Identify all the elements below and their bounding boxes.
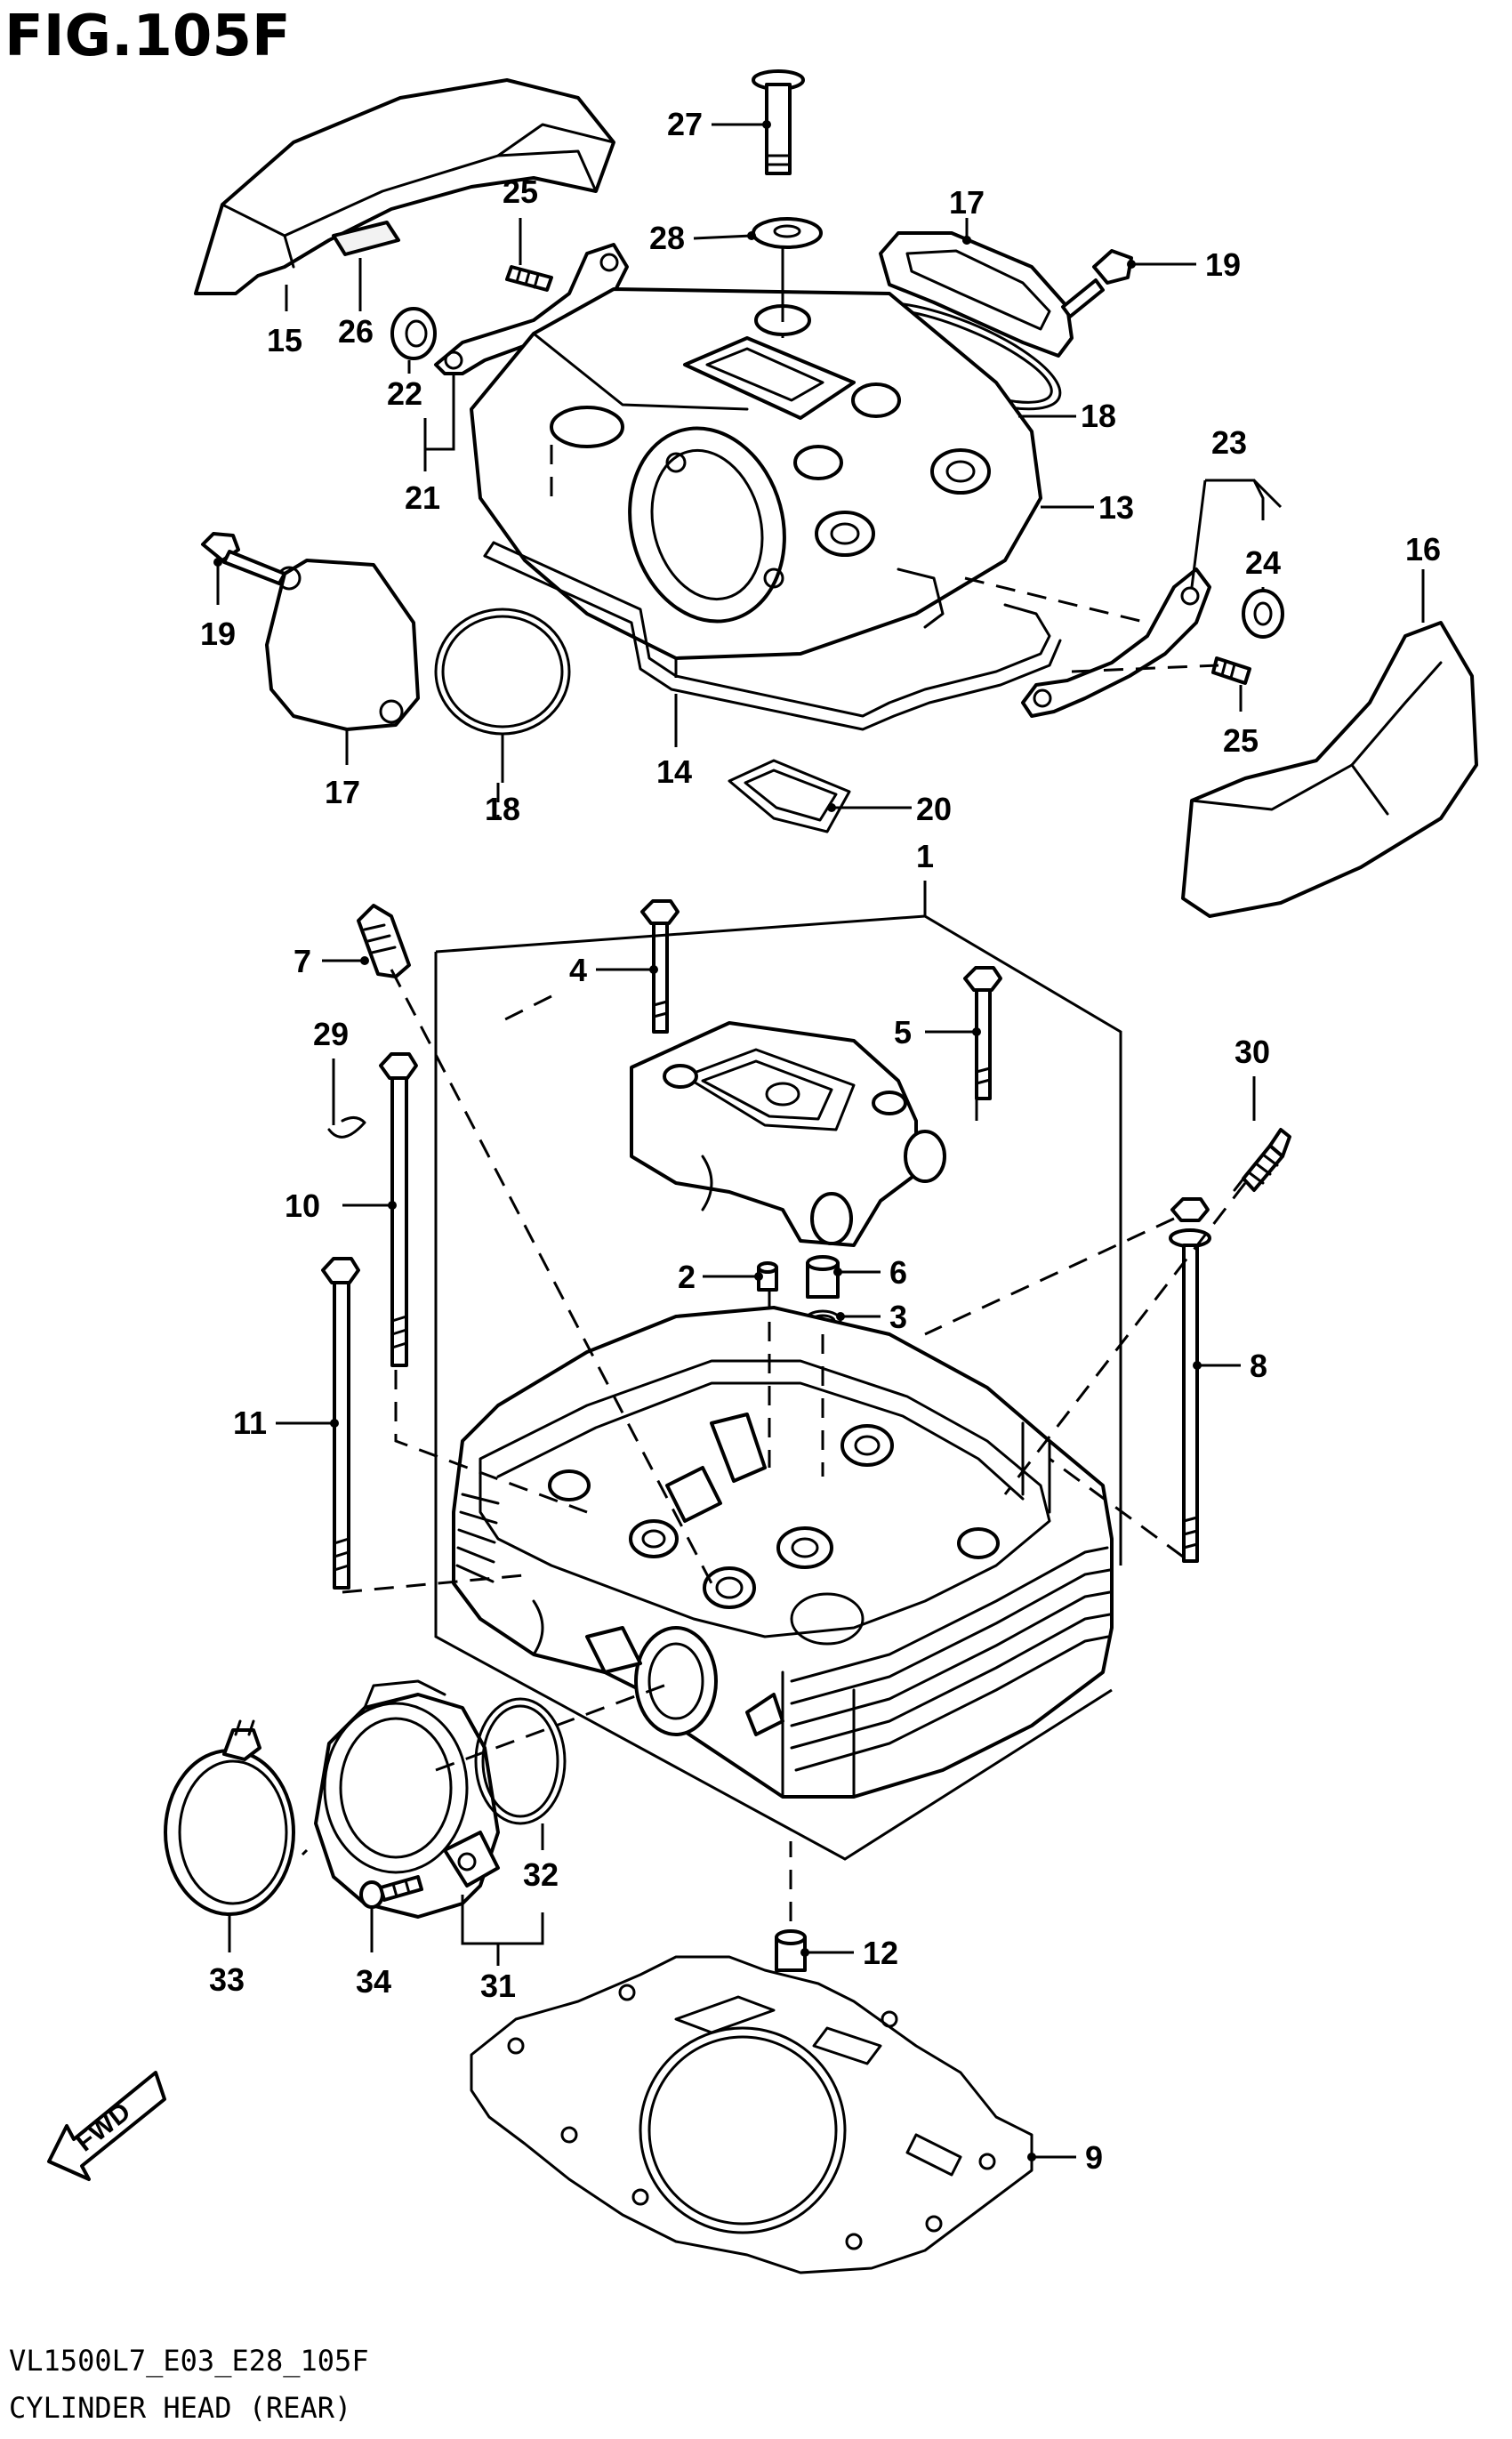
rocker-holder[interactable]: [630, 1021, 946, 1247]
callout-7: 7: [294, 943, 311, 979]
callout-13: 13: [1098, 489, 1134, 526]
footer-name: CYLINDER HEAD (REAR): [9, 2391, 351, 2425]
part-22-grommet[interactable]: [390, 307, 437, 360]
callout-28: 28: [649, 220, 685, 256]
figure-title: FIG.105F: [4, 4, 291, 69]
part-33-clamp[interactable]: [164, 1719, 295, 1916]
part-6-dowel[interactable]: [806, 1255, 840, 1299]
callout-11: 11: [233, 1405, 267, 1441]
dashed-lines: [301, 302, 1247, 1921]
part-26-block[interactable]: [332, 221, 400, 256]
part-27-screw[interactable]: [752, 69, 805, 175]
callout-19-left: 19: [200, 616, 236, 652]
part-14-cover-gasket[interactable]: [483, 541, 1062, 731]
callout-15: 15: [267, 322, 302, 358]
callout-25-right: 25: [1223, 722, 1259, 759]
part-25-bolt-right[interactable]: [1211, 656, 1251, 685]
callout-29: 29: [313, 1016, 349, 1052]
part-11-bolt[interactable]: [321, 1257, 360, 1590]
callout-25-top: 25: [503, 173, 538, 210]
leader-dots: [213, 120, 1202, 2161]
callout-6: 6: [889, 1254, 907, 1291]
part-21-bracket[interactable]: [434, 243, 629, 375]
part-19-bolt-left[interactable]: [201, 532, 286, 585]
callout-23: 23: [1211, 424, 1247, 461]
part-18-oring-left[interactable]: [434, 608, 571, 736]
callout-17-right: 17: [949, 184, 985, 221]
callout-labels: 27 28 17 19 18 13 25 15 26 22 21 19 17 1…: [200, 106, 1441, 2176]
callout-16: 16: [1405, 531, 1441, 567]
callout-1: 1: [916, 838, 934, 874]
callout-18-right: 18: [1081, 398, 1116, 434]
part-12-dowel[interactable]: [775, 1929, 807, 1972]
part-7-stud[interactable]: [357, 904, 411, 978]
part-5-bolt[interactable]: [963, 966, 1002, 1100]
callout-21: 21: [405, 479, 440, 516]
part-23-bracket[interactable]: [1021, 567, 1211, 718]
callout-12: 12: [863, 1935, 898, 1971]
part-20-gasket[interactable]: [728, 759, 851, 833]
callout-27: 27: [667, 106, 703, 142]
callout-32: 32: [523, 1856, 559, 1893]
callout-8: 8: [1250, 1348, 1267, 1384]
part-31-intake-pipe[interactable]: [314, 1679, 500, 1919]
part-2-pin[interactable]: [757, 1261, 778, 1292]
part-17-cap-right[interactable]: [879, 231, 1074, 358]
part-34-screw[interactable]: [359, 1875, 423, 1909]
callout-19-right: 19: [1205, 246, 1241, 283]
callout-33: 33: [209, 1961, 245, 1998]
callout-5: 5: [894, 1014, 912, 1050]
part-17-cap-left[interactable]: [265, 559, 420, 731]
part-24-grommet[interactable]: [1242, 589, 1284, 639]
part-13-head-cover[interactable]: [470, 287, 1042, 660]
part-9-head-gasket[interactable]: [470, 1955, 1033, 2274]
callout-14: 14: [656, 753, 692, 790]
callout-10: 10: [285, 1187, 320, 1224]
part-16-side-cover[interactable]: [1181, 621, 1478, 918]
part-19-bolt-right[interactable]: [1061, 249, 1133, 318]
part-30-spark-plug[interactable]: [1233, 1128, 1291, 1192]
part-28-washer[interactable]: [752, 217, 823, 249]
callout-30: 30: [1235, 1034, 1270, 1070]
part-32-oring[interactable]: [474, 1697, 567, 1825]
cylinder-head[interactable]: [452, 1306, 1114, 1799]
callout-26: 26: [338, 313, 374, 350]
part-25-bolt-top[interactable]: [505, 265, 553, 292]
part-4-bolt[interactable]: [640, 899, 680, 1034]
part-29-clip[interactable]: [327, 1116, 366, 1139]
callout-20: 20: [916, 791, 952, 827]
callout-2: 2: [678, 1259, 696, 1295]
callout-17-left: 17: [325, 774, 360, 810]
fwd-direction-badge: FWD: [47, 2071, 166, 2181]
callout-4: 4: [569, 952, 587, 988]
callout-9: 9: [1085, 2139, 1103, 2176]
callout-22: 22: [387, 375, 422, 412]
callout-34: 34: [356, 1963, 391, 2000]
part-10-bolt[interactable]: [379, 1052, 418, 1367]
callout-24: 24: [1245, 544, 1281, 581]
part-15-side-cover[interactable]: [194, 78, 615, 295]
part-8-stud[interactable]: [1169, 1197, 1211, 1563]
callout-31: 31: [480, 1968, 516, 2004]
callout-3: 3: [889, 1299, 907, 1335]
callout-18-left: 18: [485, 791, 520, 827]
leader-lines: [216, 123, 1425, 2159]
footer-code: VL1500L7_E03_E28_105F: [9, 2344, 369, 2378]
